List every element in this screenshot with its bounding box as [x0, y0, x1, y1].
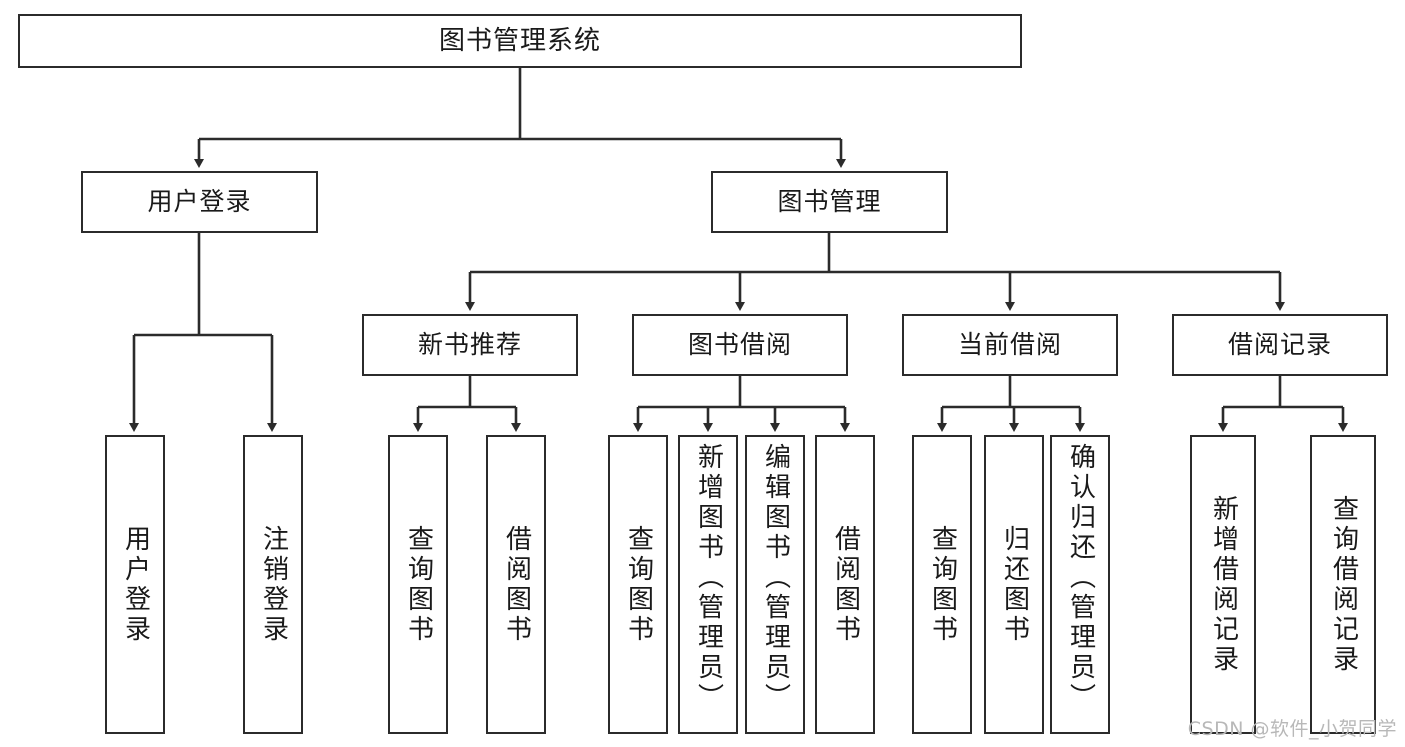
leaf-return-book-label: 归还图书 — [999, 524, 1030, 645]
leaf-query-borrow-record-label: 查询借阅记录 — [1328, 494, 1359, 675]
leaf-return-book[interactable]: 归还图书 — [984, 435, 1044, 734]
node-root-label: 图书管理系统 — [438, 25, 601, 56]
leaf-query-book-recommend[interactable]: 查询图书 — [388, 435, 448, 734]
node-current-borrow-label: 当前借阅 — [957, 330, 1062, 360]
leaf-query-book-borrow[interactable]: 查询图书 — [608, 435, 668, 734]
leaf-borrow-book-label: 借阅图书 — [830, 524, 861, 645]
leaf-query-book-current-label: 查询图书 — [927, 524, 958, 645]
node-book-management[interactable]: 图书管理 — [711, 171, 948, 233]
node-book-management-label: 图书管理 — [777, 187, 882, 217]
node-root[interactable]: 图书管理系统 — [18, 14, 1022, 68]
node-borrow-record-label: 借阅记录 — [1227, 330, 1332, 360]
leaf-add-borrow-record[interactable]: 新增借阅记录 — [1190, 435, 1256, 734]
leaf-add-book-admin-label: 新增图书（管理员） — [693, 443, 724, 713]
node-user-login[interactable]: 用户登录 — [81, 171, 318, 233]
leaf-query-borrow-record[interactable]: 查询借阅记录 — [1310, 435, 1376, 734]
leaf-borrow-book-recommend-label: 借阅图书 — [501, 524, 532, 645]
leaf-user-login-label: 用户登录 — [120, 524, 151, 645]
leaf-query-book-borrow-label: 查询图书 — [623, 524, 654, 645]
node-new-book-recommend[interactable]: 新书推荐 — [362, 314, 578, 376]
node-user-login-label: 用户登录 — [147, 187, 252, 217]
leaf-add-book-admin[interactable]: 新增图书（管理员） — [678, 435, 738, 734]
leaf-confirm-return-admin-label: 确认归还（管理员） — [1065, 443, 1096, 713]
node-book-borrow[interactable]: 图书借阅 — [632, 314, 848, 376]
leaf-confirm-return-admin[interactable]: 确认归还（管理员） — [1050, 435, 1110, 734]
node-borrow-record[interactable]: 借阅记录 — [1172, 314, 1388, 376]
node-new-book-recommend-label: 新书推荐 — [417, 330, 522, 360]
node-current-borrow[interactable]: 当前借阅 — [902, 314, 1118, 376]
leaf-logout-label: 注销登录 — [258, 524, 289, 645]
node-book-borrow-label: 图书借阅 — [687, 330, 792, 360]
leaf-edit-book-admin-label: 编辑图书（管理员） — [760, 443, 791, 713]
leaf-edit-book-admin[interactable]: 编辑图书（管理员） — [745, 435, 805, 734]
leaf-query-book-current[interactable]: 查询图书 — [912, 435, 972, 734]
leaf-logout[interactable]: 注销登录 — [243, 435, 303, 734]
leaf-borrow-book-recommend[interactable]: 借阅图书 — [486, 435, 546, 734]
leaf-query-book-recommend-label: 查询图书 — [403, 524, 434, 645]
leaf-add-borrow-record-label: 新增借阅记录 — [1208, 494, 1239, 675]
leaf-borrow-book[interactable]: 借阅图书 — [815, 435, 875, 734]
leaf-user-login[interactable]: 用户登录 — [105, 435, 165, 734]
